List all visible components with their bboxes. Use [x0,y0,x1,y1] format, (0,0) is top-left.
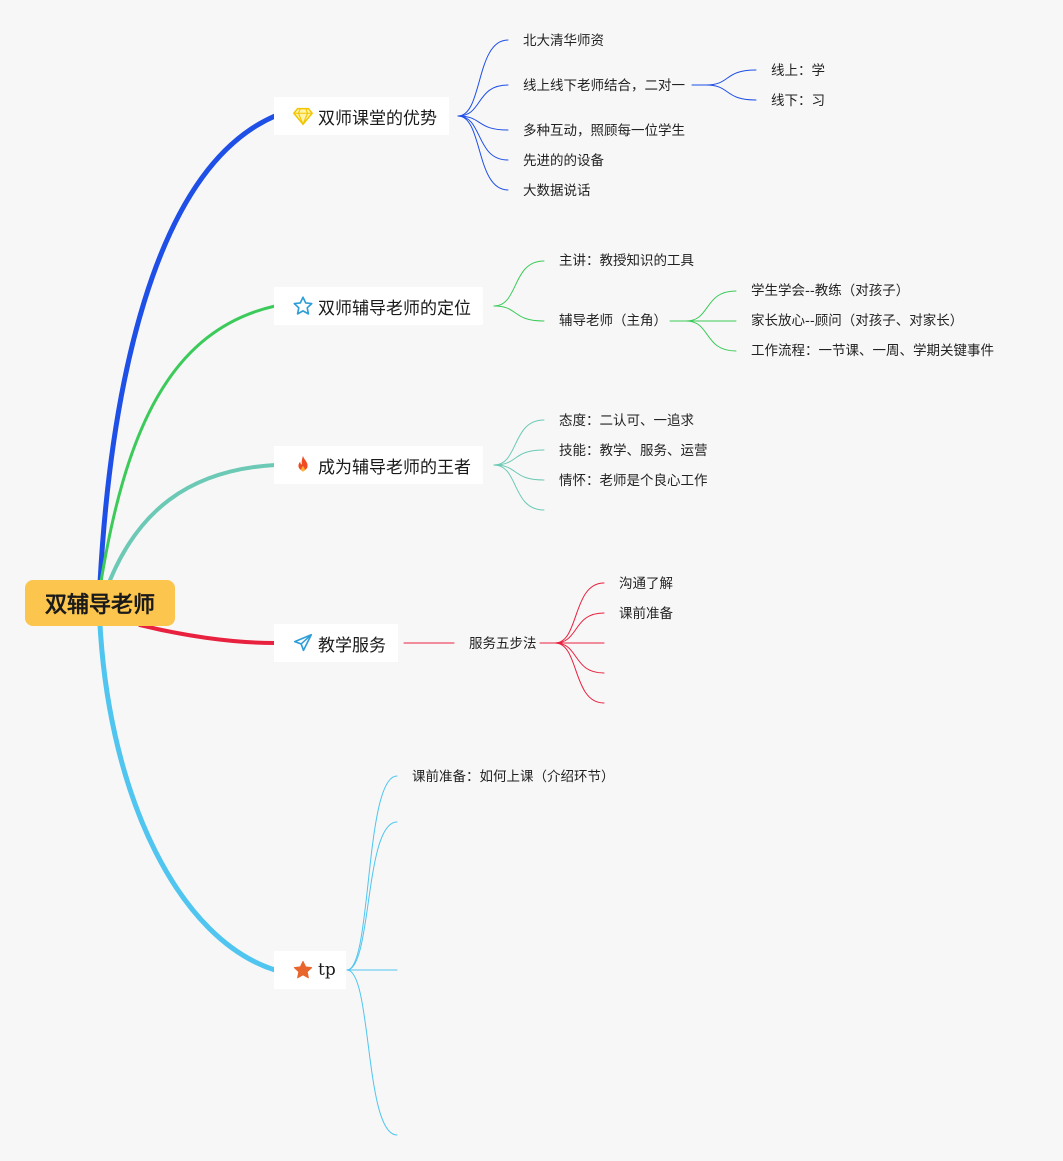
branch-connector [493,464,545,481]
branch-connector [493,305,545,322]
branch-connector [457,84,509,117]
branch-connector [457,39,509,117]
trunk-line [97,622,278,973]
leaf-node[interactable]: 家长放心--顾问（对孩子、对家长） [751,313,964,329]
leaf-node[interactable]: 态度：二认可、一追求 [559,413,694,429]
branch-connector [705,69,757,86]
star-filled-icon [292,959,314,981]
leaf-node[interactable]: 线上线下老师结合，二对一 [523,78,685,94]
trunk-line [97,113,278,586]
leaf-node[interactable]: 课前准备 [619,606,673,622]
trunk-line [138,623,277,645]
branch-connector [493,419,545,466]
leaf-node[interactable]: 多种互动，照顾每一位学生 [523,123,685,139]
branch-connector [554,642,605,704]
leaf-node[interactable]: 线上：学 [771,63,825,79]
branch-label: tp [318,960,336,980]
branch-connector [457,115,509,191]
branch-connector [346,775,398,971]
branch-label: 成为辅导老师的王者 [318,457,471,478]
branch-connector [554,612,605,644]
branch-connector [457,115,509,131]
leaf-node[interactable]: 线下：习 [771,93,825,109]
branch-connector [493,260,545,307]
leaf-node[interactable]: 主讲：教授知识的工具 [559,253,694,269]
leaf-node[interactable]: 先进的的设备 [523,153,604,169]
leaf-node[interactable]: 工作流程：一节课、一周、学期关键事件 [751,343,994,359]
leaf-node[interactable]: 北大清华师资 [523,33,604,49]
branch-connector [493,464,545,511]
branch-connector [685,320,737,352]
branch-connector [346,821,398,971]
branch-topic-positioning[interactable]: 双师辅导老师的定位 [274,287,483,325]
branch-topic-king[interactable]: 成为辅导老师的王者 [274,446,483,484]
branch-topic-teaching-service[interactable]: 教学服务 [274,624,398,662]
branch-connector [346,969,398,1136]
branch-connector [554,642,605,674]
paper-plane-icon [292,632,314,654]
branch-label: 教学服务 [318,635,386,656]
branch-connector [705,84,757,101]
leaf-node[interactable]: 大数据说话 [523,183,591,199]
branch-connector [493,449,545,466]
leaf-node[interactable]: 技能：教学、服务、运营 [559,443,708,459]
leaf-node[interactable]: 辅导老师（主角） [559,313,667,329]
trunk-line [98,304,277,590]
branch-label: 双师课堂的优势 [318,108,437,129]
leaf-node[interactable]: 沟通了解 [619,576,673,592]
branch-topic-advantages[interactable]: 双师课堂的优势 [274,97,449,135]
leaf-node[interactable]: 情怀：老师是个良心工作 [559,473,708,489]
trunk-line [103,463,277,595]
fire-icon [292,454,314,476]
branch-connector [457,115,509,161]
star-outline-icon [292,295,314,317]
leaf-node[interactable]: 学生学会--教练（对孩子） [751,283,910,299]
branch-connector [685,290,737,322]
leaf-node[interactable]: 课前准备：如何上课（介绍环节） [412,769,615,785]
branch-connector [554,582,605,644]
branch-topic-tp[interactable]: tp [274,951,346,989]
diamond-icon [292,105,314,127]
leaf-node[interactable]: 服务五步法 [469,636,537,652]
root-topic[interactable]: 双辅导老师 [25,580,175,626]
branch-label: 双师辅导老师的定位 [318,298,471,319]
